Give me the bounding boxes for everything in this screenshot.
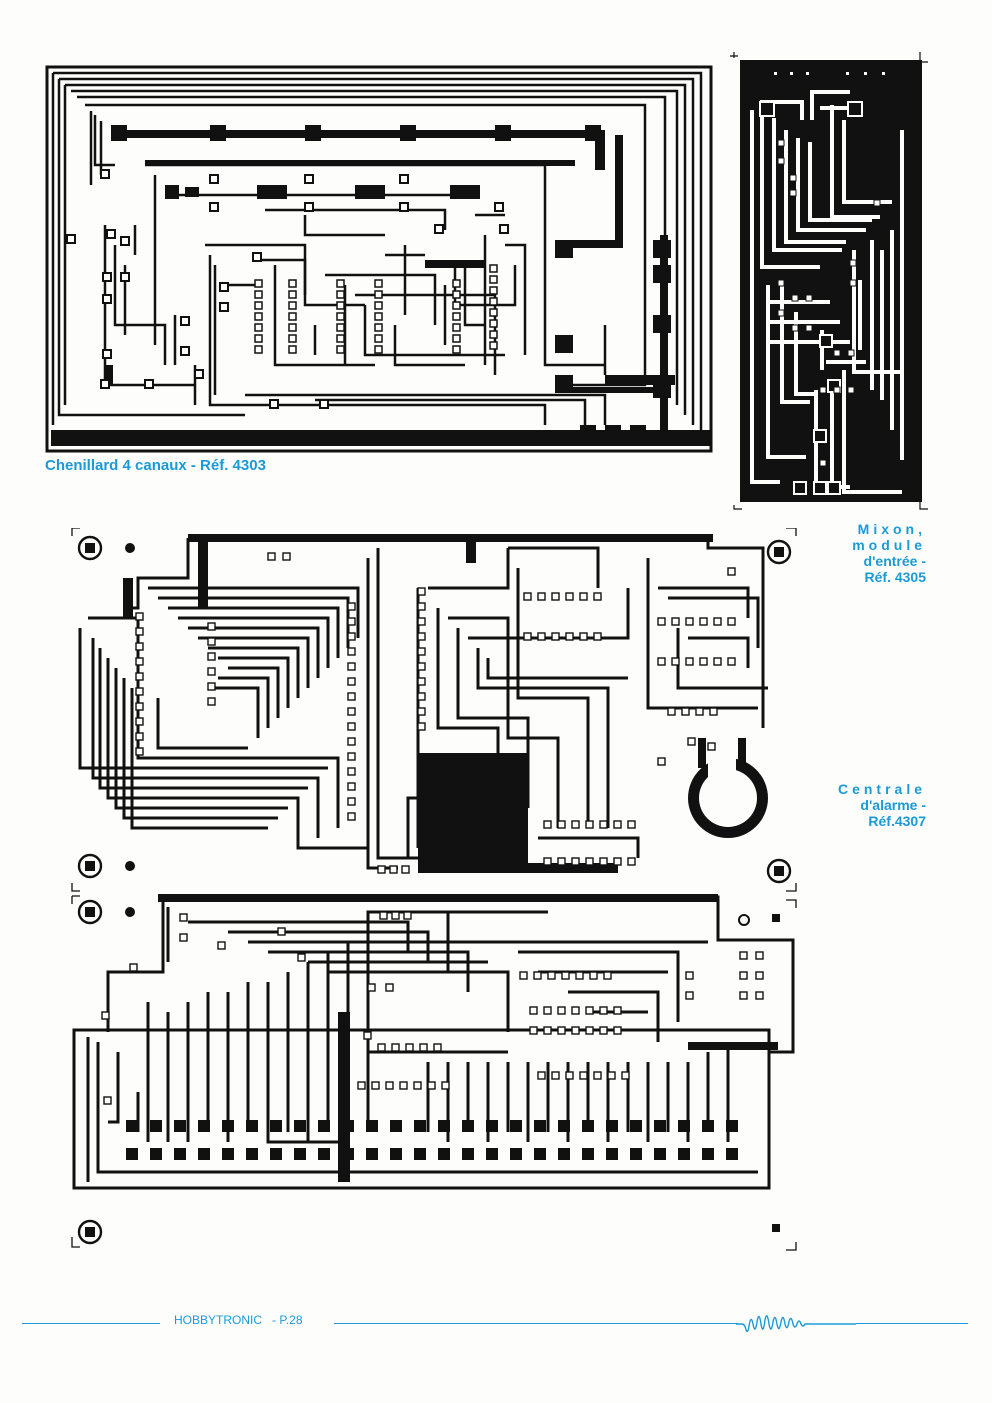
footer-magazine: HOBBYTRONIC bbox=[174, 1313, 263, 1327]
caption-alarme-line1: Centrale bbox=[837, 781, 926, 797]
caption-alarme-line3: Réf.4307 bbox=[868, 813, 926, 830]
waveform-logo-icon bbox=[736, 1315, 856, 1333]
pcb-chenillard bbox=[45, 65, 713, 453]
pcb-mixon bbox=[730, 52, 928, 510]
caption-chenillard: Chenillard 4 canaux - Réf. 4303 bbox=[45, 457, 266, 474]
caption-mixon-line4: Réf. 4305 bbox=[864, 569, 926, 586]
pcb-alarme bbox=[71, 528, 797, 892]
page-footer: HOBBYTRONIC - P.28 bbox=[0, 1308, 992, 1338]
footer-rule-middle bbox=[334, 1323, 738, 1324]
footer-rule-right bbox=[856, 1323, 968, 1324]
caption-mixon-line1: Mixon, bbox=[857, 521, 926, 537]
caption-alarme-line2: d'alarme - bbox=[860, 797, 926, 814]
footer-label: HOBBYTRONIC - P.28 bbox=[174, 1313, 303, 1327]
caption-mixon-line3: d'entrée - bbox=[863, 553, 926, 570]
caption-alarme: Centrale d'alarme - Réf.4307 bbox=[838, 781, 926, 829]
footer-separator: - bbox=[272, 1313, 277, 1327]
footer-page-number: P.28 bbox=[279, 1313, 303, 1327]
pcb-alarme-2 bbox=[71, 894, 797, 1251]
caption-mixon: Mixon, module d'entrée - Réf. 4305 bbox=[852, 521, 926, 585]
footer-rule-left bbox=[22, 1323, 160, 1324]
caption-mixon-line2: module bbox=[852, 537, 926, 554]
